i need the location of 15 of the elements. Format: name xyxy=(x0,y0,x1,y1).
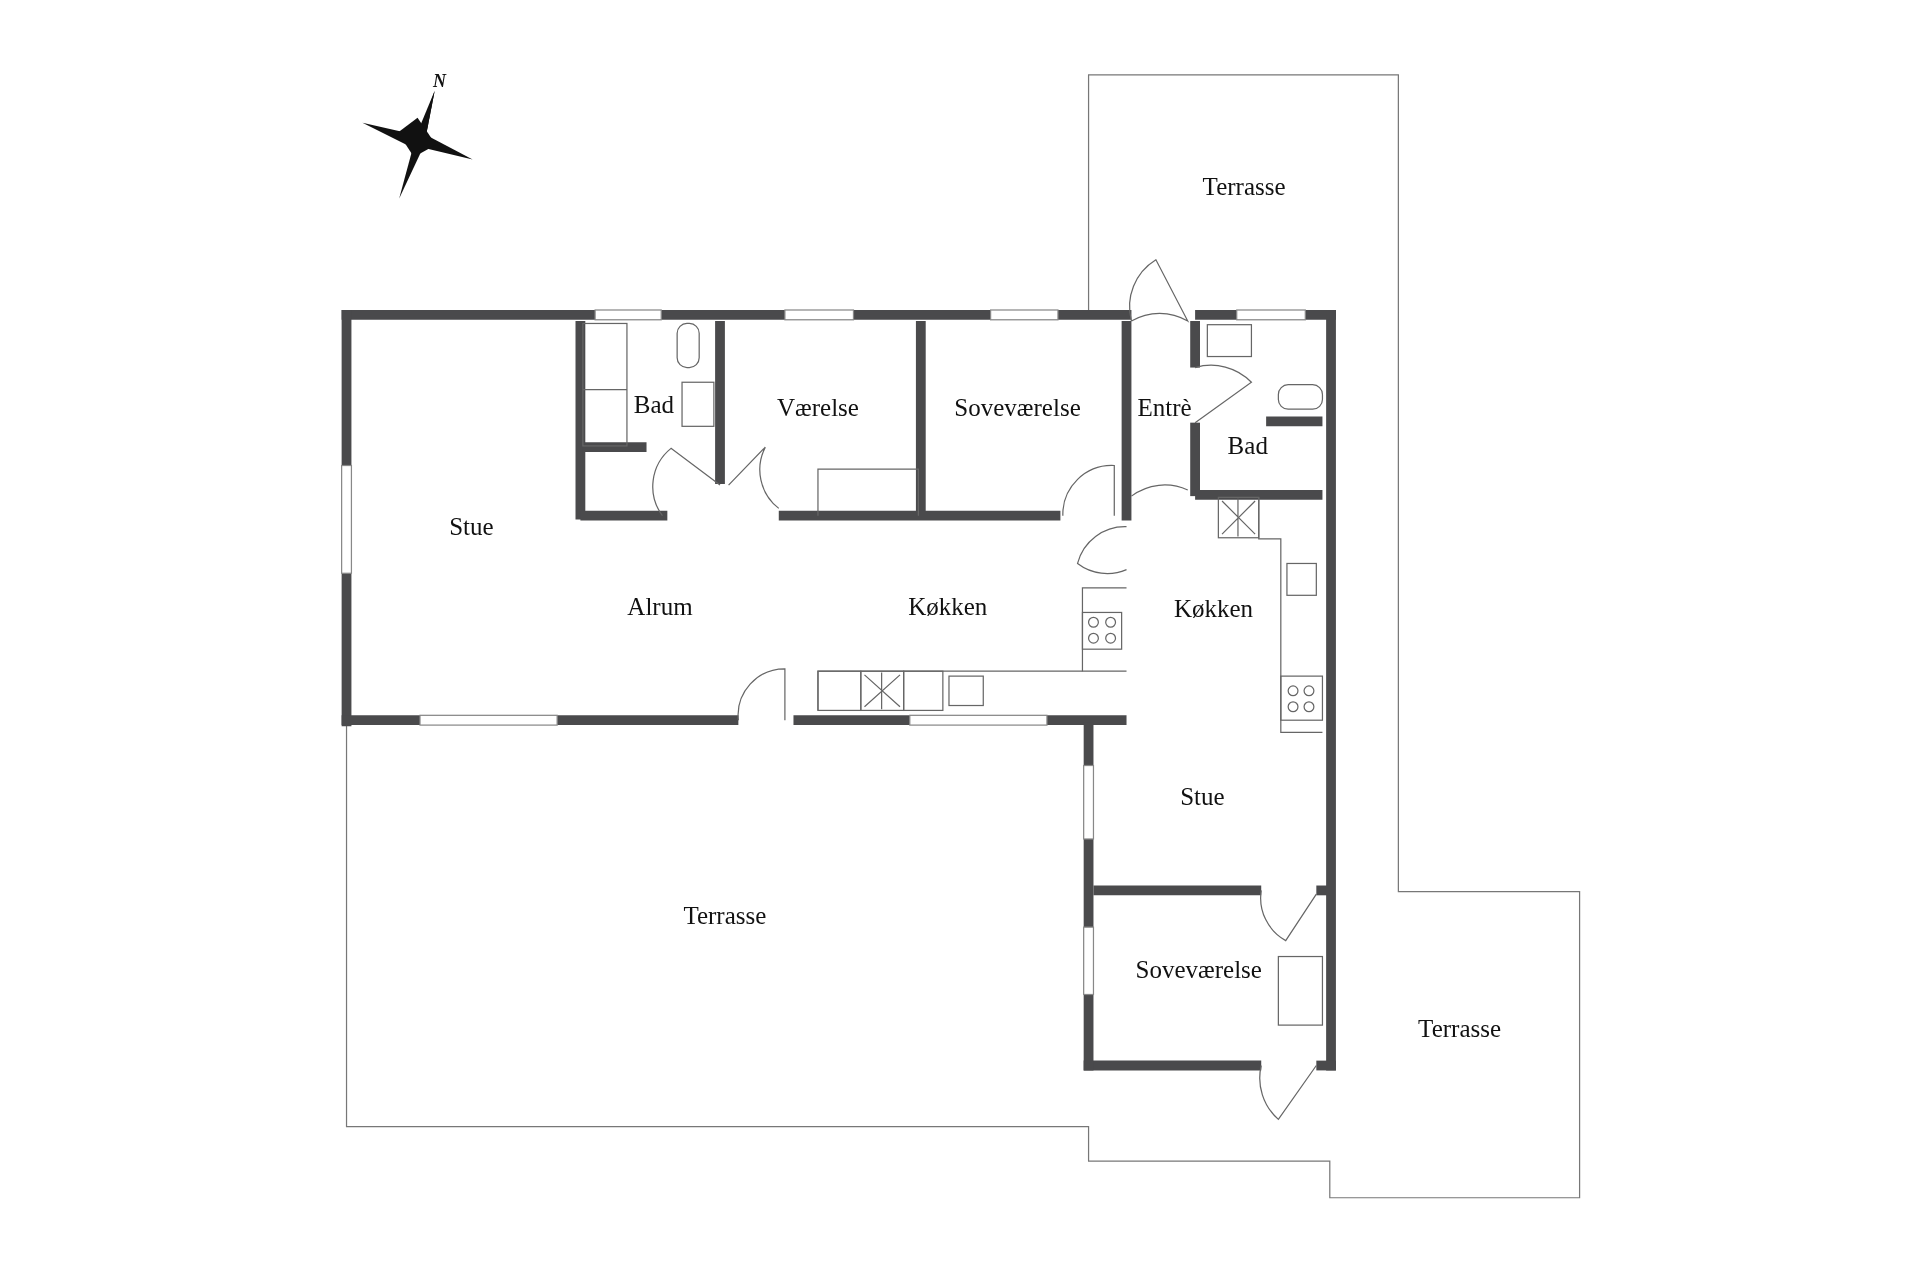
room-label: Værelse xyxy=(777,393,859,423)
room-label: Terrasse xyxy=(683,901,767,932)
room-label: Køkken xyxy=(908,592,988,623)
room-label: Bad xyxy=(1227,430,1268,461)
room-label: Køkken xyxy=(1173,593,1254,624)
room-label: Stue xyxy=(1180,782,1225,813)
room-label: Soveværelse xyxy=(1135,955,1262,986)
room-label: Alrum xyxy=(627,592,693,623)
room-label: Terrasse xyxy=(1202,172,1286,203)
room-label: Stue xyxy=(449,511,494,542)
room-label: Terrasse xyxy=(1418,1013,1502,1044)
north-label: N xyxy=(433,69,447,93)
room-label: Entrè xyxy=(1137,393,1192,423)
room-label: Bad xyxy=(633,390,674,421)
room-label: Soveværelse xyxy=(954,393,1081,423)
